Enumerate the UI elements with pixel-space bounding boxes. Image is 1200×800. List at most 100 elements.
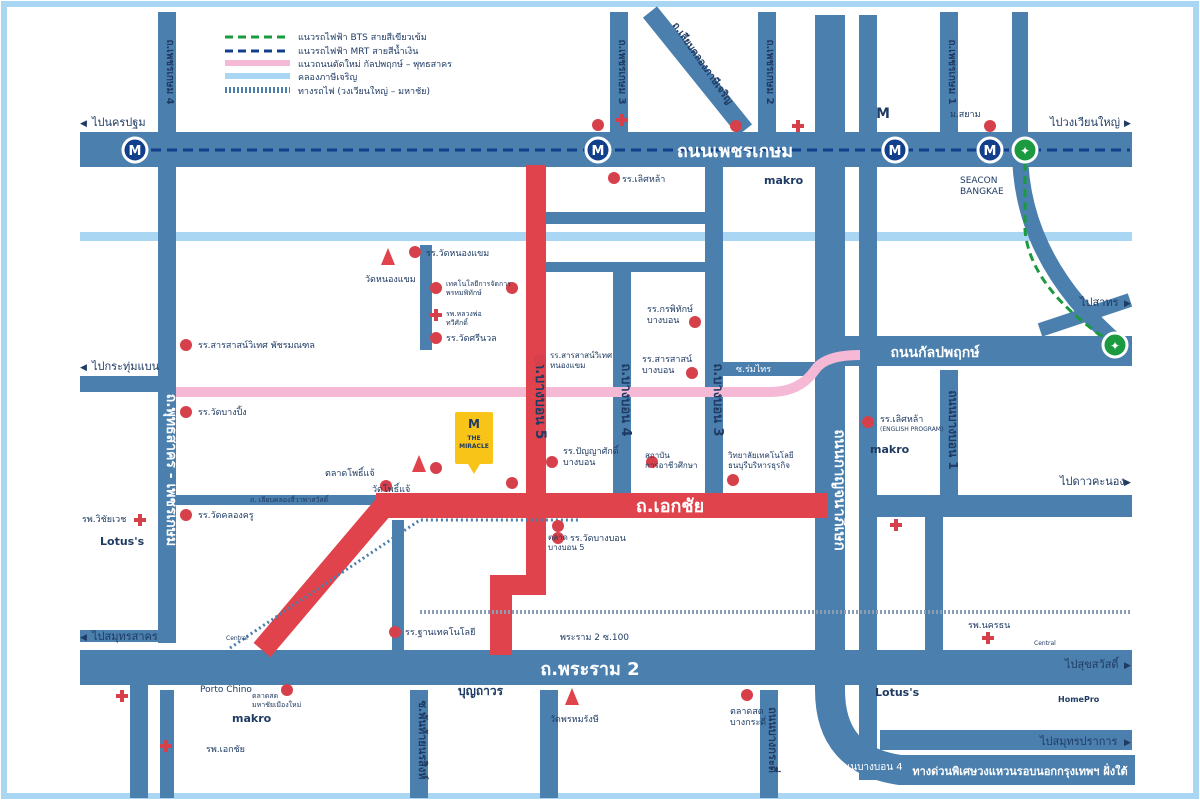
miracle-label-2: MIRACLE	[459, 443, 489, 450]
road-nongkhaem	[420, 245, 432, 350]
direction-samutprakan: ไปสมุทรปราการ▶	[1039, 735, 1131, 748]
svg-text:ไปสุขสวัสดิ์: ไปสุขสวัสดิ์	[1064, 656, 1120, 671]
direction-sathorn: ไปสาทร▶	[1079, 296, 1131, 309]
svg-text:◀: ◀	[80, 633, 87, 643]
road-kamnan	[540, 690, 558, 798]
poi-wat-nongkhaem: วัดหนองแขม	[365, 275, 416, 285]
road-label-romsai: ซ.ร่มไทร	[736, 364, 771, 375]
road-link-2	[540, 262, 720, 272]
legend-new-road: แนวถนนตัดใหม่ กัลปพฤกษ์ – พุทธสาคร	[298, 58, 452, 70]
svg-text:ไปสมุทรปราการ: ไปสมุทรปราการ	[1039, 735, 1118, 748]
road-label-kanlapaphruek: ถนนกัลปพฤกษ์	[891, 344, 980, 361]
svg-text:ไปดาวคะนอง: ไปดาวคะนอง	[1059, 475, 1125, 488]
rama2-road	[80, 650, 1132, 685]
mrt-station-icon: M	[121, 136, 149, 164]
kanchanaphisek-road	[815, 15, 1135, 785]
bangkradi-road	[760, 690, 778, 798]
temple-icon	[565, 688, 579, 705]
putthasakhon-road	[158, 165, 176, 643]
svg-text:▶: ▶	[1124, 661, 1131, 671]
road-sathorn-link	[1037, 293, 1133, 337]
poi-rs-korpitak: รร.กรพิทักษ์บางบอน	[647, 303, 693, 326]
direction-wongwianyai: ไปวงเวียนใหญ่ ▶	[1049, 116, 1131, 129]
ekkachai-road	[376, 493, 828, 518]
svg-text:ไปนครปฐม: ไปนครปฐม	[91, 116, 146, 129]
poi-rs-sarasas-phet: รร.สารสาสน์วิเทศ พัชรมณฑล	[198, 339, 315, 351]
rama2-100-stem	[490, 575, 512, 655]
poi-rs-wat-srinuan: รร.วัดศรีนวล	[446, 333, 497, 344]
poi-dots	[180, 119, 996, 701]
hospital-icon	[982, 632, 994, 644]
svg-text:◀: ◀	[80, 119, 87, 129]
direction-daokhanong: ไปดาวคะนอง▶	[1059, 475, 1131, 488]
poi-wat-phromrangsi: วัดพรหมรังษี	[550, 714, 599, 725]
poi-hosp-luangpho: รพ.หลวงพ่อทวีศักดิ์	[446, 310, 482, 327]
new-road-kanlapaphruek	[176, 350, 861, 397]
direction-samutsakhon: ◀ ไปสมุทรสาคร	[80, 630, 158, 643]
poi-central-e: Central	[1034, 640, 1056, 647]
hospital-icon	[616, 114, 628, 126]
poi-hosp-vichaivej: รพ.วิชัยเวช	[82, 514, 126, 525]
poi-bunthavorn: บุญถาวร	[458, 684, 504, 699]
svg-text:▶: ▶	[1124, 299, 1131, 309]
hospital-icon	[430, 309, 442, 321]
poi-hosp-ekkachai: รพ.เอกชัย	[206, 745, 245, 755]
bangbon1-road	[940, 370, 958, 495]
petchkasem1-road	[940, 12, 958, 132]
direction-krathumbaen: ◀ไปกระทุ่มแบน	[80, 360, 160, 373]
road-label-ekkachai: ถ.เอกชัย	[636, 496, 704, 517]
road-label-bangkradi: ถนนบางกระดี่	[766, 707, 781, 773]
road-label-rama2: ถ.พระราม 2	[540, 659, 639, 680]
road-label-petchkasem: ถนนเพชรเกษม	[677, 141, 793, 162]
legend-mrt: แนวรถไฟฟ้า MRT สายสีน้ำเงิน	[298, 44, 418, 57]
road-daokhanong	[860, 495, 1132, 517]
hospital-icon	[792, 120, 804, 132]
miracle-label-1: THE	[467, 435, 480, 442]
poi-lifestyle-m: M	[876, 106, 890, 122]
poi-makro-top: makro	[764, 174, 804, 187]
poi-rs-wat-khlongkru: รร.วัดคลองครู	[198, 511, 254, 521]
poi-rs-lertla: รร.เลิศหล้า	[622, 174, 665, 185]
poi-hosp-nakhonthon: รพ.นครธน	[968, 621, 1010, 631]
poi-makro-mid: makro	[870, 443, 910, 456]
road-label-bangbon-dock: ถนนบางบอน 4	[837, 762, 902, 773]
direction-suksawat: ไปสุขสวัสดิ์ ▶	[1064, 656, 1131, 671]
road-samutsakhon	[80, 630, 165, 642]
legend-canal: คลองภาษีเจริญ	[298, 72, 357, 83]
road-label-bangbon4: ถ.บางบอน 4	[618, 363, 633, 436]
road-label-petchkasem2: ถ.เพชรเกษม 2	[764, 39, 775, 104]
bangbon3-road	[705, 165, 723, 495]
poi-rs-sarasas-bangbon: รร.สารสาสน์บางบอน	[642, 353, 692, 376]
svg-text:M: M	[129, 144, 142, 159]
poi-talad-phosae: ตลาดโพธิ์แจ้	[325, 466, 375, 479]
liabkhlong-road	[642, 6, 753, 136]
petchkasem4-road	[158, 12, 176, 132]
svg-text:M: M	[468, 417, 480, 431]
bts-station-icon: ✦	[1011, 136, 1039, 164]
road-label-bangbon1: ถนนบางบอน 1	[946, 390, 960, 469]
svg-text:M: M	[889, 144, 902, 159]
road-liab-wat	[176, 495, 526, 505]
svg-text:ไปสมุทรสาคร: ไปสมุทรสาคร	[91, 630, 158, 643]
poi-tech-nongkhaem: เทคโนโลยีการจัดการพรหมพิทักษ์	[446, 279, 511, 297]
poi-rs-wat-bangping: รร.วัดบางปิ้ง	[198, 405, 247, 418]
svg-text:▶: ▶	[1124, 119, 1131, 129]
road-bangmod	[925, 515, 943, 655]
road-liabkhlong	[392, 520, 404, 650]
svg-text:◀: ◀	[80, 363, 87, 373]
railway-line	[229, 518, 580, 650]
canal-phasicharoen	[80, 232, 1132, 241]
petchkasem3-road	[610, 12, 628, 132]
svg-text:ไปวงเวียนใหญ่: ไปวงเวียนใหญ่	[1049, 116, 1120, 129]
poi-rs-wat-nongkhaem: รร.วัดหนองแขม	[426, 249, 489, 259]
poi-porto-chino: Porto Chino	[200, 685, 252, 695]
poi-central-w: Central	[226, 635, 248, 642]
svg-text:M: M	[984, 144, 997, 159]
poi-labels: รร.เลิศหล้า รร.วัดหนองแขม วัดหนองแขม เทค…	[82, 106, 1100, 755]
road-label-petchkasem4: ถ.เพชรเกษม 4	[164, 39, 175, 104]
hospital-icon	[116, 690, 128, 702]
kanlapaphruek-road	[840, 336, 1132, 366]
bangbon5-road	[526, 165, 546, 585]
